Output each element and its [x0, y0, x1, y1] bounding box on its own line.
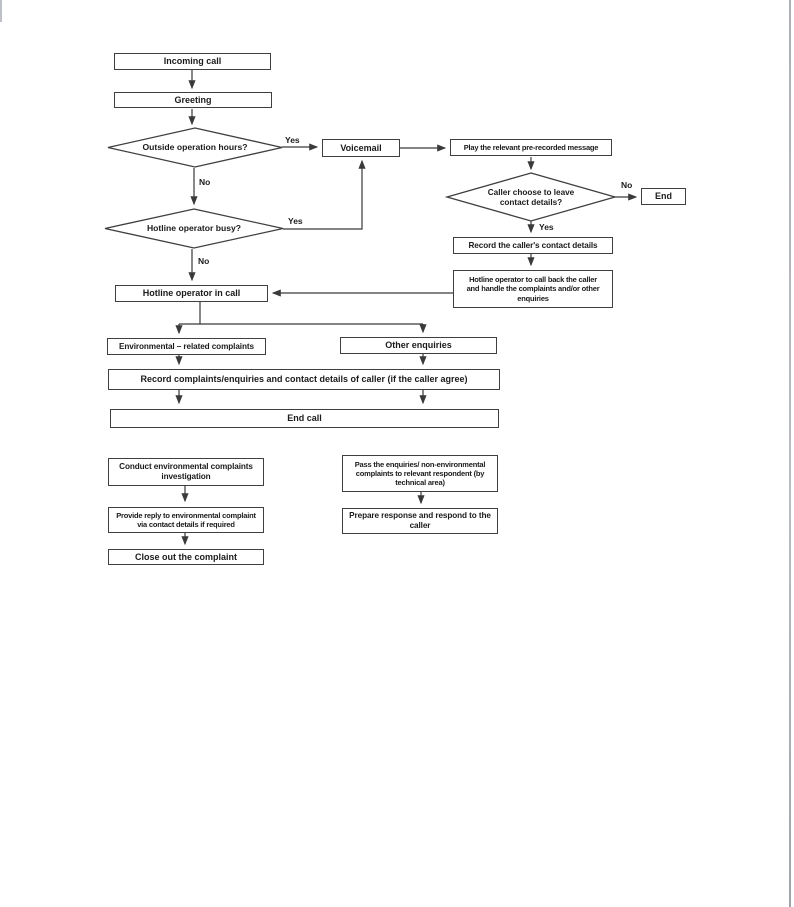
decision-caller-choose-label: Caller choose to leave contact details?: [487, 187, 575, 207]
node-conduct-investigation: Conduct environmental complaints investi…: [108, 458, 264, 486]
edge-label-no: No: [198, 256, 210, 266]
decision-caller-choose-shape: [444, 172, 618, 222]
edge-label-yes: Yes: [539, 222, 554, 232]
page-edge-left: [0, 0, 2, 22]
node-close-out: Close out the complaint: [108, 549, 264, 565]
node-record-complaints: Record complaints/enquiries and contact …: [108, 369, 500, 390]
flow-arrows: [175, 70, 638, 546]
node-incoming-call: Incoming call: [114, 53, 271, 70]
node-end-call: End call: [110, 409, 499, 428]
node-other-enquiries: Other enquiries: [340, 337, 497, 354]
node-greeting: Greeting: [114, 92, 272, 108]
decision-shapes: [104, 127, 618, 249]
decision-outside-hours-label: Outside operation hours?: [142, 142, 248, 153]
node-prepare-response: Prepare response and respond to the call…: [342, 508, 498, 534]
node-operator-in-call: Hotline operator in call: [115, 285, 268, 302]
node-env-complaints: Environmental – related complaints: [107, 338, 266, 355]
decision-operator-busy-shape: [104, 208, 284, 249]
decision-operator-busy-label: Hotline operator busy?: [146, 223, 242, 234]
page-edge-right: [789, 0, 791, 907]
edge-label-yes: Yes: [285, 135, 300, 145]
edge-label-yes: Yes: [288, 216, 303, 226]
edge-label-no: No: [621, 180, 633, 190]
decision-outside-hours-shape: [107, 127, 283, 168]
node-callback: Hotline operator to call back the caller…: [453, 270, 613, 308]
node-play-message: Play the relevant pre-recorded message: [450, 139, 612, 156]
node-voicemail: Voicemail: [322, 139, 400, 157]
edge-label-no: No: [199, 177, 211, 187]
node-provide-reply: Provide reply to environmental complaint…: [108, 507, 264, 533]
node-record-contact: Record the caller's contact details: [453, 237, 613, 254]
node-end: End: [641, 188, 686, 205]
node-pass-enquiries: Pass the enquiries/ non-environmental co…: [342, 455, 498, 492]
